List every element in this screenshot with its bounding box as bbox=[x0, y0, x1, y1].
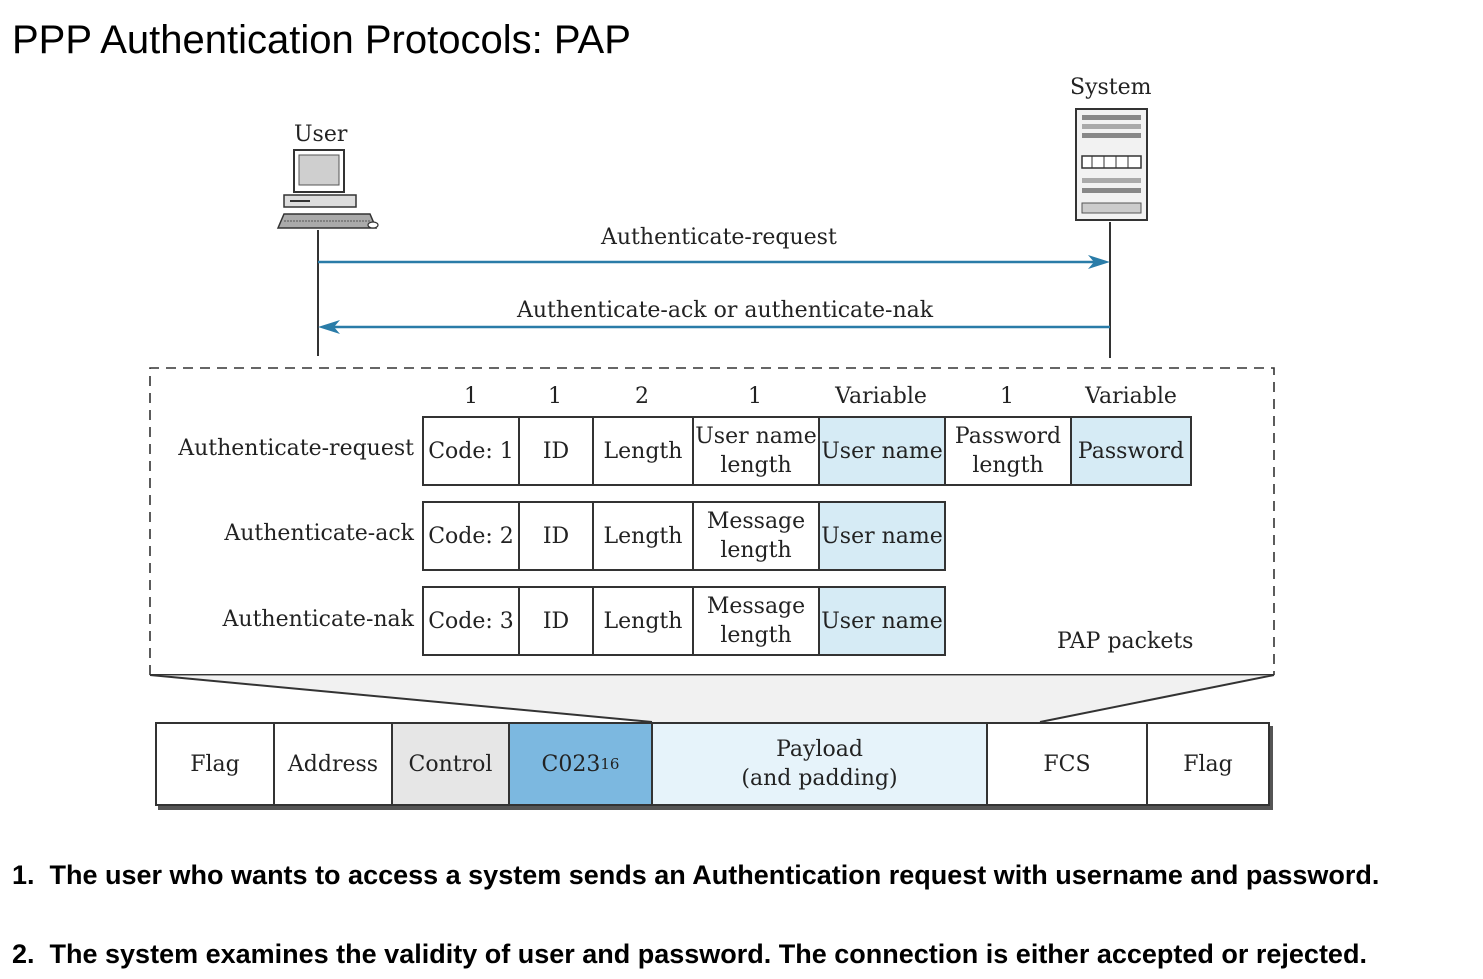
packets-frame bbox=[149, 367, 1275, 723]
nak-message-field: User name bbox=[818, 586, 946, 656]
ack-id-field: ID bbox=[518, 501, 594, 571]
computer-icon bbox=[276, 149, 379, 229]
server-icon bbox=[1075, 108, 1148, 221]
request-password-field: Password bbox=[1070, 416, 1192, 486]
request-username-length-field: User name length bbox=[692, 416, 820, 486]
request-password-length-field: Password length bbox=[944, 416, 1072, 486]
pap-packets-caption: PAP packets bbox=[1057, 629, 1194, 654]
protocol-base: 16 bbox=[600, 754, 620, 773]
request-code-field: Code: 1 bbox=[422, 416, 520, 486]
size-label-username: Variable bbox=[835, 384, 927, 409]
user-label: User bbox=[294, 122, 348, 147]
nak-message-length-field: Message length bbox=[692, 586, 820, 656]
nak-id-field: ID bbox=[518, 586, 594, 656]
request-arrowhead bbox=[1088, 255, 1110, 269]
request-row-label: Authenticate-request bbox=[178, 436, 414, 461]
size-label-length: 2 bbox=[635, 384, 649, 409]
note-2: 2. The system examines the validity of u… bbox=[12, 939, 1367, 969]
nak-length-field: Length bbox=[592, 586, 694, 656]
size-label-name-length: 1 bbox=[748, 384, 762, 409]
request-arrow-label: Authenticate-request bbox=[601, 225, 837, 250]
frame-flag-right: Flag bbox=[1183, 751, 1233, 777]
ack-message-field: User name bbox=[818, 501, 946, 571]
response-arrow-label: Authenticate-ack or authenticate-nak bbox=[517, 298, 934, 323]
response-arrowhead bbox=[318, 320, 340, 334]
nak-row-label: Authenticate-nak bbox=[222, 607, 414, 632]
size-label-password-length: 1 bbox=[1000, 384, 1014, 409]
size-label-id: 1 bbox=[548, 384, 562, 409]
frame-control: Control bbox=[393, 724, 510, 804]
request-username-field: User name bbox=[818, 416, 946, 486]
protocol-value: C023 bbox=[541, 751, 601, 777]
exchange-diagram bbox=[276, 108, 1148, 358]
request-id-field: ID bbox=[518, 416, 594, 486]
note-1: 1. The user who wants to access a system… bbox=[12, 860, 1380, 890]
size-label-code: 1 bbox=[464, 384, 478, 409]
page-title: PPP Authentication Protocols: PAP bbox=[12, 18, 631, 62]
ack-message-length-field: Message length bbox=[692, 501, 820, 571]
frame-address: Address bbox=[275, 724, 393, 804]
frame-flag-left: Flag bbox=[157, 724, 275, 804]
request-length-field: Length bbox=[592, 416, 694, 486]
system-label: System bbox=[1070, 75, 1152, 100]
frame-fcs: FCS bbox=[988, 724, 1148, 804]
nak-code-field: Code: 3 bbox=[422, 586, 520, 656]
frame-payload: Payload (and padding) bbox=[653, 724, 988, 804]
size-label-password: Variable bbox=[1085, 384, 1177, 409]
ack-code-field: Code: 2 bbox=[422, 501, 520, 571]
ack-length-field: Length bbox=[592, 501, 694, 571]
ack-row-label: Authenticate-ack bbox=[224, 521, 414, 546]
